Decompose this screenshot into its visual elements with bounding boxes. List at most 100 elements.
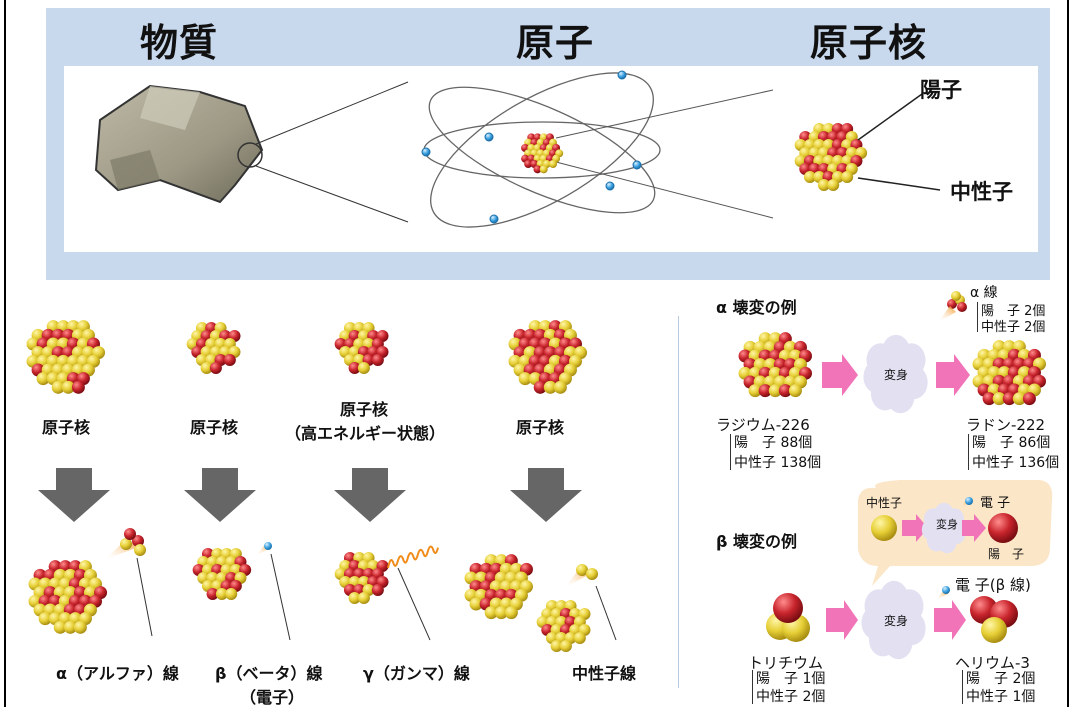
nucleus-illustration [192,547,252,600]
neutron-sphere [73,620,87,634]
bubble-proton-label: 陽 子 [988,547,1025,561]
radon-neutrons: 中性子 136個 [972,455,1060,471]
neutron-sphere [539,165,548,174]
proton-sphere [206,587,219,600]
neutron-sphere [215,587,228,600]
proton-sphere [533,380,547,394]
gray-arrows [38,468,582,522]
neutron-sphere [200,361,213,374]
neutron-sphere [494,606,508,620]
nucleus-illustration [794,122,868,191]
nucleus-illustration [508,320,588,394]
nucleus-illustration [334,321,389,374]
neutron-sphere [543,380,557,394]
left-border [4,0,6,707]
nucleus-label-1: 原子核 [42,418,91,437]
neutron-sphere [225,587,238,600]
electron-ray-label: 電 子(β 線) [955,576,1031,594]
proton-sphere [982,392,996,406]
proton-sphere [209,361,222,374]
alpha-ray-small-label: α 線 [970,285,998,301]
nucleus-illustration [972,340,1046,406]
bubble-electron-label: 電 子 [980,496,1011,511]
nucleus-illustration [26,320,106,394]
proton-sphere [1002,392,1016,406]
tritium-name: トリチウム [748,654,824,672]
neutron-sphere [357,591,370,604]
proton-sphere [533,165,542,174]
proton-sphere [957,302,967,312]
neutron-sphere [63,620,77,634]
title-atom: 原子 [516,21,595,65]
neutron-sphere [348,591,361,604]
neutron-sphere [1012,392,1026,406]
transform-cloud [863,334,928,414]
nucleus-label-2: 原子核 [190,418,239,437]
neutron-sphere [518,372,532,386]
nucleus-illustration [738,332,812,398]
neutron-sphere [827,178,840,191]
divider-line [678,316,679,688]
neutron-sphere [61,380,75,394]
nucleus-illustration [186,321,241,374]
nucleus-illustration [464,554,533,620]
nucleus-illustration [536,599,591,652]
bubble-change-label: 変身 [936,518,958,531]
neutron-sphere [38,612,52,626]
neutron-sphere [549,159,557,168]
bubble-neutron-label: 中性子 [866,496,903,510]
proton-sphere [1022,392,1036,406]
neutron-sphere [550,639,563,652]
proton-sphere [947,299,957,309]
rock-illustration [94,81,409,223]
neutron-sphere [841,170,854,183]
proton-sphere [758,384,772,398]
transform-cloud [921,502,966,554]
nucleus-label-3: 原子核 [340,400,389,419]
neutron-sphere [788,384,802,398]
neutron-sphere [553,380,567,394]
proton-sphere [371,583,384,596]
neutron-sphere [586,568,598,580]
neutron-sphere [559,639,572,652]
neutron-sphere [803,170,816,183]
neutron-sphere [992,392,1006,406]
beta-ray-label: β（ベータ）線 [215,664,323,683]
nucleus-sub-3: （高エネルギー状態） [285,424,446,443]
neutron-sphere [504,606,518,620]
neutron-sphere [53,620,67,634]
alpha-ray-proton: 陽 子 2個 [981,304,1046,319]
beta-change-label: 変身 [884,614,909,628]
beta-example-title: β 壊変の例 [716,532,798,551]
neutron-sphere [36,372,50,386]
beta-ray-sub: （電子） [240,688,305,707]
neutron-sphere [120,538,132,550]
proton-sphere [371,353,384,366]
helium-neutrons: 中性子 1個 [966,689,1036,705]
radium-neutrons: 中性子 138個 [734,455,822,471]
neutron-sphere [51,380,65,394]
neutron-sphere [134,544,146,556]
proton-sphere [124,528,136,540]
tritium-protons: 陽 子 1個 [756,671,826,687]
neutron-sphere [768,384,782,398]
tritium-neutrons: 中性子 2個 [756,689,826,705]
neutron-sphere [357,361,370,374]
electrons [421,70,642,224]
transform-cloud [861,580,926,660]
neutron-sphere [573,631,586,644]
proton-sphere [223,353,236,366]
alpha-ray-label: α（アルファ）線 [56,664,179,683]
neutron-ray-label: 中性子線 [572,664,637,683]
proton-sphere [71,380,85,394]
neutron-sphere [817,178,830,191]
neutron-sphere [951,291,961,301]
proton-label: 陽子 [920,78,962,102]
proton-sphere [778,384,792,398]
radium-name: ラジウム-226 [716,416,810,434]
nucleus-label-4: 原子核 [516,418,565,437]
nucleus-illustration [521,133,564,174]
gamma-ray-label: γ（ガンマ）線 [363,664,470,683]
neutron-sphere [748,384,762,398]
